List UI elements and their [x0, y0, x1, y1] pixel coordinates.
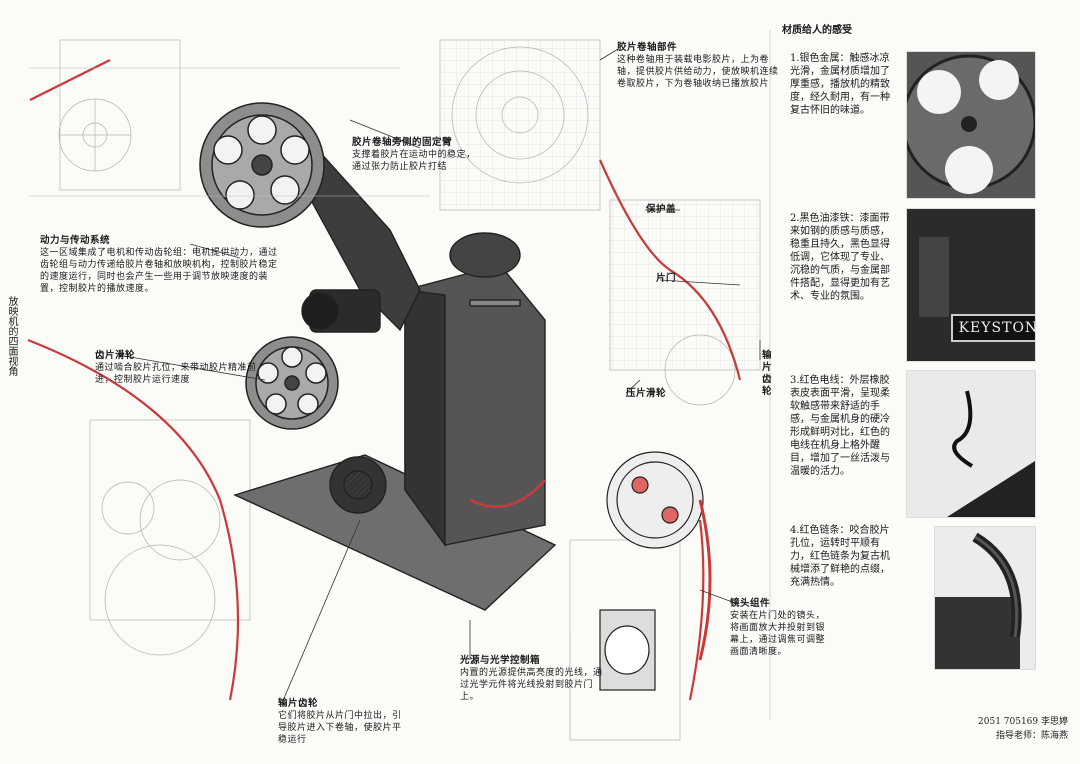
materials-heading: 材质给人的感受: [782, 25, 852, 36]
material-item-red-wire: 3.红色电线：外层橡胶表皮表面平滑，呈现柔软触感带来舒适的手感，与金属机身的硬冷…: [790, 375, 890, 477]
advisor-signature: 指导老师：陈海燕: [995, 731, 1068, 741]
bottom-right-reel: [599, 451, 712, 691]
photo-red-chain-close-up: [934, 526, 1036, 670]
photo-keystone-badge: KEYSTONE: [906, 208, 1036, 362]
annotation-gear: 齿片滑轮 通过啮合胶片孔位，来带动胶片精准前进，控制胶片运行速度: [95, 350, 257, 385]
annotation-film-reel-axis: 胶片卷轴部件 这种卷轴用于装载电影胶片，上为卷轴，提供胶片供给动力，使放映机连续…: [617, 42, 779, 89]
annotation-light-system: 光源与光学控制箱 内置的光源提供高亮度的光线，通过光学元件将光线投射到胶片门上。: [460, 655, 603, 702]
annotation-power-transmission: 动力与传动系统 这一区域集成了电机和传动齿轮组：电机提供动力，通过齿轮组与动力传…: [40, 235, 278, 294]
red-accent-lines: [27, 59, 742, 701]
leader-lines: [117, 48, 761, 704]
annotation-film-path: 片门: [656, 273, 677, 284]
annotation-reel-arm: 胶片卷轴旁侧的固定臂 支撑着胶片在运动中的稳定，通过张力防止胶片打结: [352, 137, 476, 172]
material-item-red-chain: 4.红色链条：咬合胶片孔位，运转时平顺有力，红色链条为复古机械增添了鲜艳的点缀，…: [790, 525, 890, 588]
annotation-roller: 压片滑轮: [626, 388, 667, 399]
red-power-cord: [469, 479, 546, 508]
photo-reel-close-up: [906, 51, 1036, 199]
keystone-badge-label: KEYSTONE: [951, 314, 1035, 342]
student-signature: 2051 705169 李思婷: [978, 717, 1068, 727]
annotation-cover: 保护盖: [646, 204, 677, 215]
upper-reel: [199, 102, 325, 228]
vertical-label: 放映机的四面视角: [6, 296, 17, 376]
projector-sketch: [27, 30, 771, 741]
projector-body: [233, 128, 557, 611]
annotation-output-gear: 输片齿轮 它们将胶片从片门中拉出，引导胶片进入下卷轴，使胶片平稳运行: [278, 698, 402, 745]
lower-reel: [245, 336, 339, 430]
material-item-silver-metal: 1.银色金属：触感冰凉光滑，金属材质增加了厚重感，播放机的精致度，经久耐用，有一…: [790, 53, 890, 116]
photo-red-wire-close-up: [906, 370, 1036, 518]
material-item-black-iron: 2.黑色油漆铁：漆面带来如钢的质感与质感，稳重且持久，黑色显得低调，它体现了专业…: [790, 213, 890, 302]
background-construction: [58, 39, 761, 741]
annotation-sprocket: 输片齿轮: [762, 350, 773, 397]
annotation-lens: 镜头组件 安装在片门处的镜头，将画面放大并投射到银幕上，通过调焦可调整画面清晰度…: [730, 598, 826, 657]
